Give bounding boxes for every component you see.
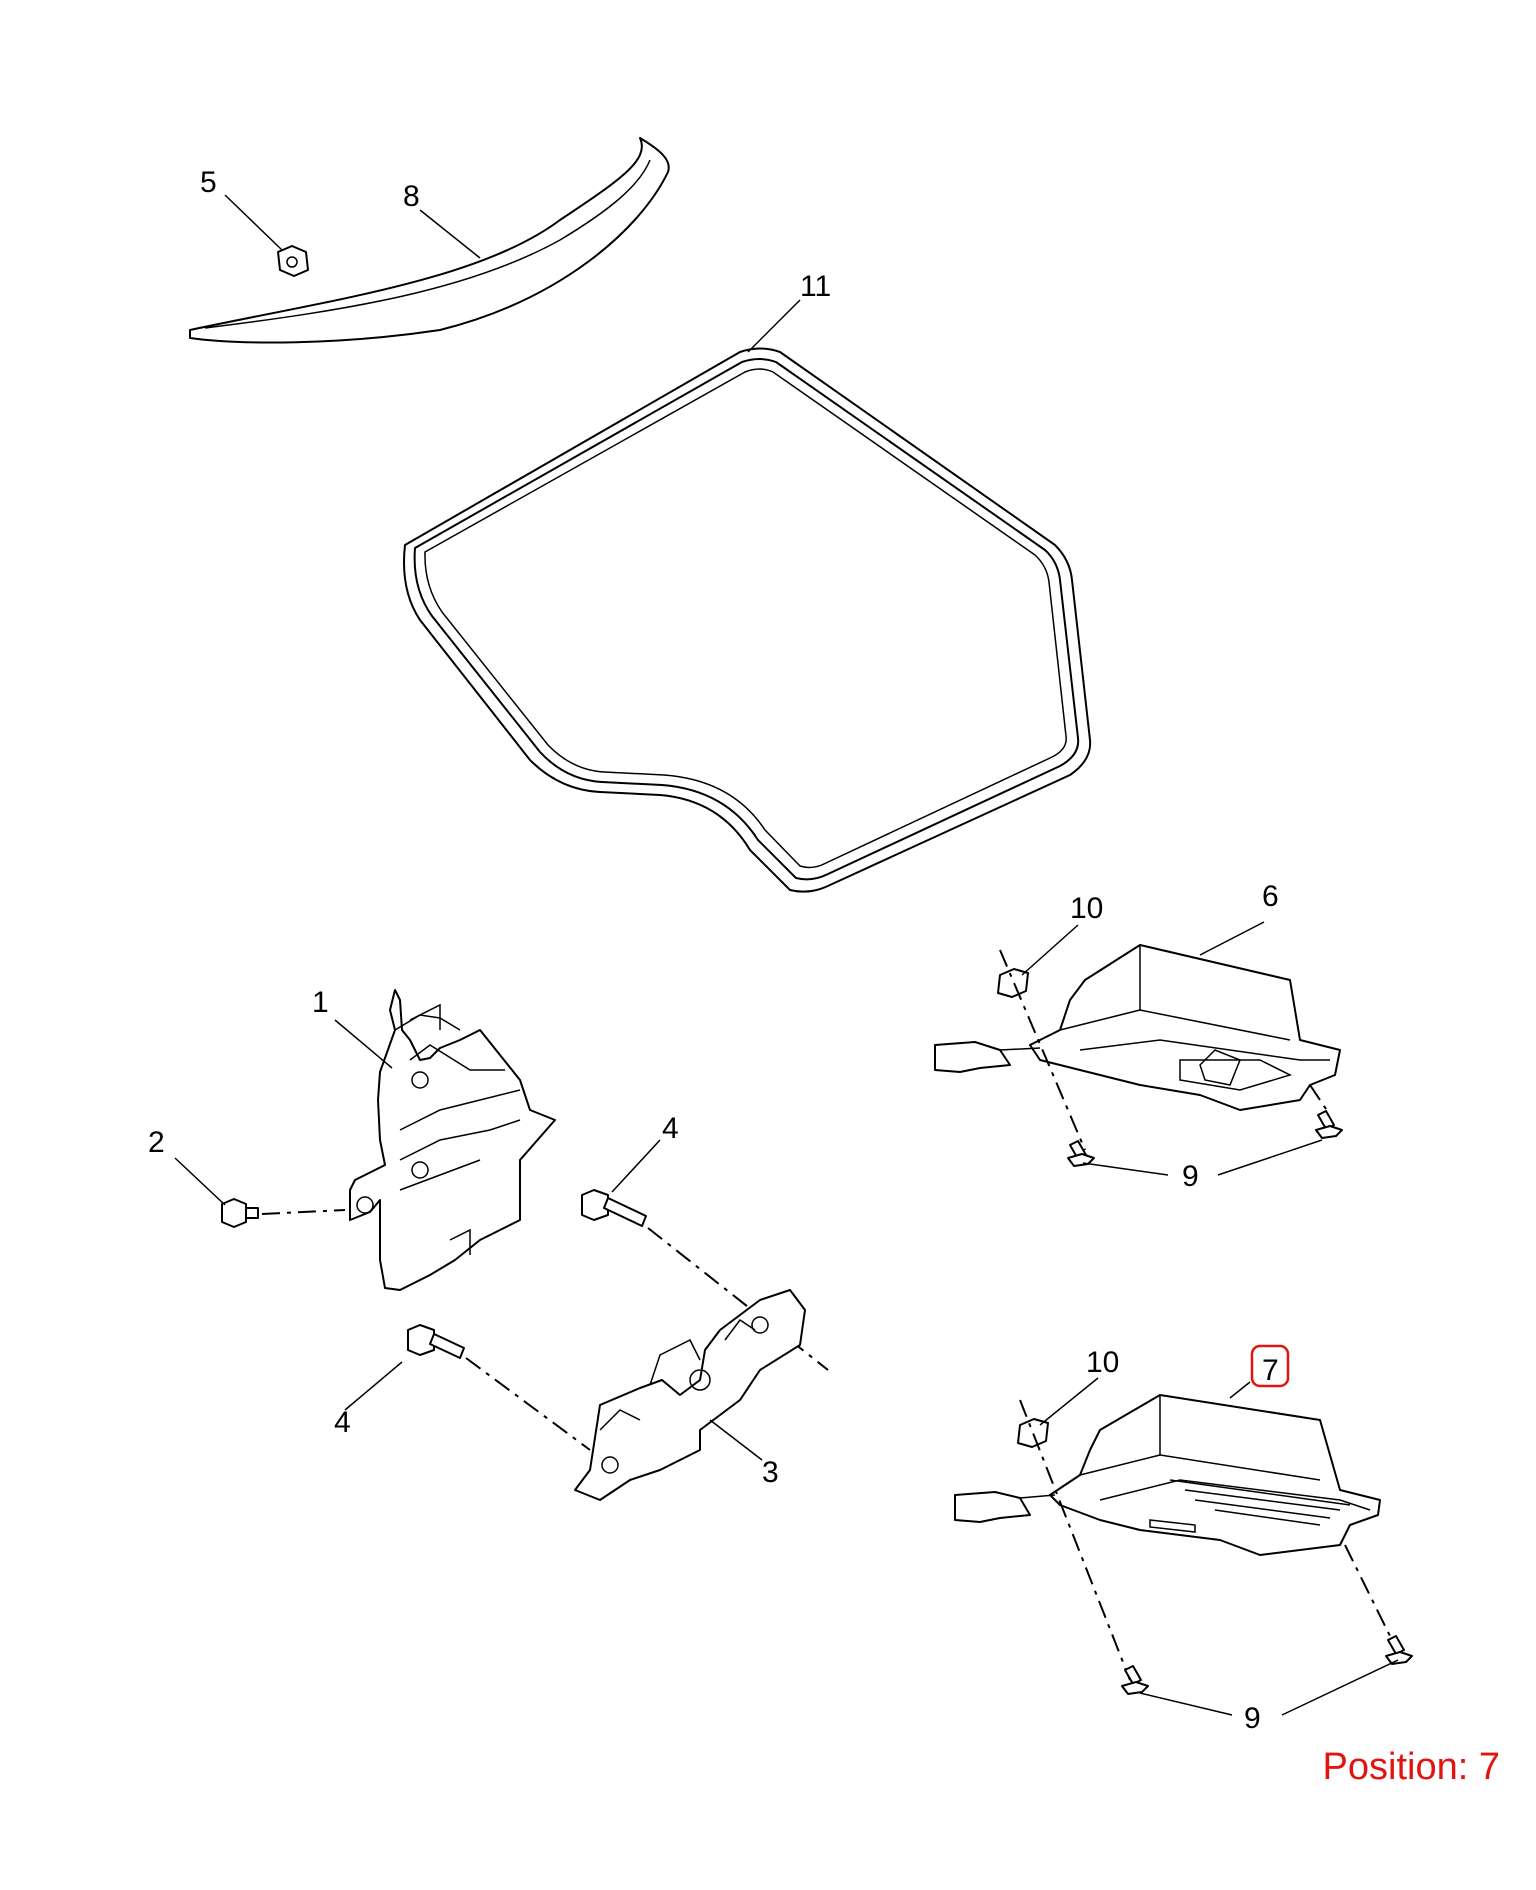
part-4-bolt-upper [581,1189,647,1227]
callout-8: 8 [403,180,420,213]
callout-2: 2 [148,1126,165,1159]
callout-6: 6 [1262,880,1279,913]
callout-9-lower: 9 [1244,1702,1261,1735]
part-4-bolt-lower [407,1324,465,1359]
part-10-clip-lower [1017,1418,1049,1448]
part-1-latch [349,989,556,1291]
part-9-screw-lower-left [1121,1665,1149,1695]
part-9-screw-upper-right [1315,1110,1343,1139]
position-label: Position: 7 [1322,1746,1500,1788]
callout-9-upper: 9 [1182,1160,1199,1193]
part-7-lamp-lower [954,1394,1381,1556]
part-10-clip-upper [997,968,1029,998]
callout-3: 3 [762,1456,779,1489]
callout-10-lower: 10 [1086,1346,1119,1379]
part-3-striker-bracket [574,1289,806,1501]
callout-7: 7 [1262,1354,1279,1387]
part-2-bolt [221,1198,259,1228]
part-6-lamp-upper [934,944,1341,1111]
part-9-screw-lower-right [1385,1635,1413,1665]
callout-4-upper: 4 [662,1112,679,1145]
part-11-seal [403,347,1092,893]
part-5-nut [277,245,309,277]
part-9-screw-upper-left [1067,1140,1095,1167]
leader-lines [174,194,1399,1716]
callout-11: 11 [800,270,831,303]
callout-4-lower: 4 [334,1406,351,1439]
callout-10-upper: 10 [1070,892,1103,925]
callout-7-highlight [1250,1344,1290,1388]
callout-5: 5 [200,166,217,199]
part-8-trim-strip [189,137,670,344]
callout-1: 1 [312,986,329,1019]
